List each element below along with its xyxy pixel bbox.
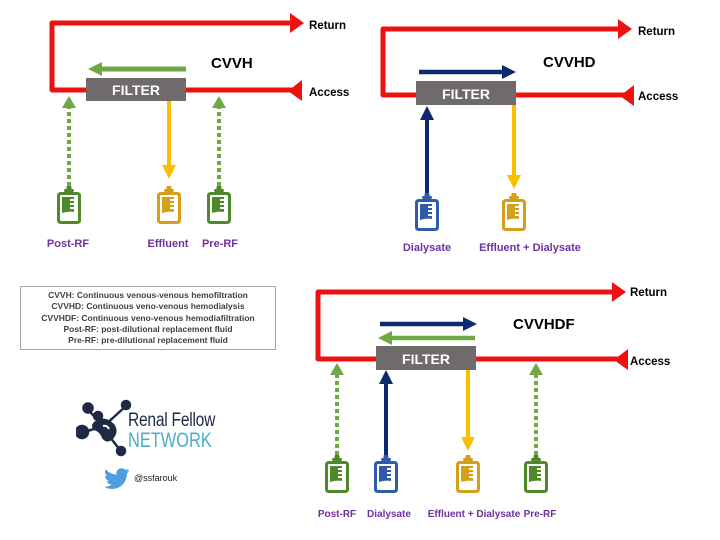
filter-label: FILTER <box>112 82 160 98</box>
twitter-bird-icon <box>104 468 130 489</box>
blood-return-line <box>380 26 622 98</box>
effluent-bag-icon <box>456 455 480 493</box>
diagram-title: CVVHD <box>543 54 596 71</box>
return-arrowhead-icon <box>618 19 632 39</box>
diagram-title: CVVHDF <box>513 316 575 333</box>
dialysate-bag-icon <box>374 455 398 493</box>
access-arrowhead-icon <box>614 349 628 370</box>
access-label: Access <box>638 91 678 103</box>
bag-label: Dialysate <box>367 509 411 520</box>
legend-item: Pre-RF: pre-dilutional replacement fluid <box>68 335 228 346</box>
bag-label: Pre-RF <box>524 509 557 520</box>
access-label: Access <box>309 87 349 99</box>
return-label: Return <box>638 26 675 38</box>
abbreviation-legend: CVVH: Continuous venous-venous hemofiltr… <box>20 286 276 350</box>
access-arrowhead-icon <box>288 80 302 101</box>
legend-item: CVVHD: Continuous veno-venous hemodialys… <box>51 301 245 312</box>
effluent-bag-icon <box>502 193 526 231</box>
legend-item: CVVHDF: Continuous veno-venous hemodiafi… <box>41 312 255 323</box>
access-label: Access <box>630 356 670 368</box>
pre-rf-arrowhead-icon <box>529 363 543 375</box>
bag-label: Post-RF <box>318 509 356 520</box>
blood-return-line <box>315 289 616 362</box>
ultrafiltration-arrowhead-icon <box>378 331 392 345</box>
effluent-bag-icon <box>157 186 181 224</box>
bag-label: Effluent <box>148 238 189 250</box>
pre-rf-bag-icon <box>207 186 231 224</box>
post-rf-bag-icon <box>57 186 81 224</box>
access-arrowhead-icon <box>620 85 634 106</box>
network-molecule-icon <box>76 399 132 457</box>
logo-text-network: NETWORK <box>128 429 212 452</box>
filter-box <box>376 346 476 370</box>
dialysate-in-arrowhead-icon <box>420 106 434 120</box>
dialysate-in-arrowhead-icon <box>379 370 393 384</box>
pre-rf-arrowhead-icon <box>212 96 226 108</box>
effluent-arrowhead-icon <box>461 437 475 451</box>
bag-label: Dialysate <box>403 242 451 254</box>
filter-label: FILTER <box>402 351 450 367</box>
dialysate-bag-icon <box>415 193 439 231</box>
bag-label: Pre-RF <box>202 238 238 250</box>
effluent-arrowhead-icon <box>162 165 176 179</box>
effluent-arrowhead-icon <box>507 175 521 189</box>
post-rf-arrowhead-icon <box>330 363 344 375</box>
return-arrowhead-icon <box>612 282 626 302</box>
return-label: Return <box>630 287 667 299</box>
filter-label: FILTER <box>442 86 490 102</box>
return-label: Return <box>309 20 346 32</box>
cvvh-diagram: Return Access CVVH FILTER Post-RF Efflue… <box>47 13 349 250</box>
pre-rf-bag-icon <box>524 455 548 493</box>
return-arrowhead-icon <box>290 13 304 33</box>
blood-return-line <box>49 20 296 93</box>
legend-item: Post-RF: post-dilutional replacement flu… <box>63 323 233 334</box>
dialysate-flow-arrowhead-icon <box>463 317 477 331</box>
post-rf-bag-icon <box>325 455 349 493</box>
cvvhd-diagram: Return Access CVVHD FILTER Dialysate Eff… <box>380 19 678 254</box>
filter-box <box>416 81 516 105</box>
filter-box <box>86 78 186 101</box>
legend-item: CVVH: Continuous venous-venous hemofiltr… <box>48 290 248 300</box>
bag-label: Effluent + Dialysate <box>428 509 521 520</box>
diagram-title: CVVH <box>211 55 253 72</box>
post-rf-arrowhead-icon <box>62 96 76 108</box>
bag-label: Post-RF <box>47 238 89 250</box>
cvvhdf-diagram: Return Access CVVHDF FILTER Post-RF Dial… <box>315 282 670 520</box>
ultrafiltration-arrowhead-icon <box>88 62 102 76</box>
twitter-handle[interactable]: @ssfarouk <box>134 473 178 483</box>
logo-text-renal-fellow: Renal Fellow <box>128 410 216 431</box>
renal-fellow-network-logo: Renal Fellow NETWORK <box>76 398 226 462</box>
dialysate-flow-arrowhead-icon <box>502 65 516 79</box>
bag-label: Effluent + Dialysate <box>479 242 581 254</box>
